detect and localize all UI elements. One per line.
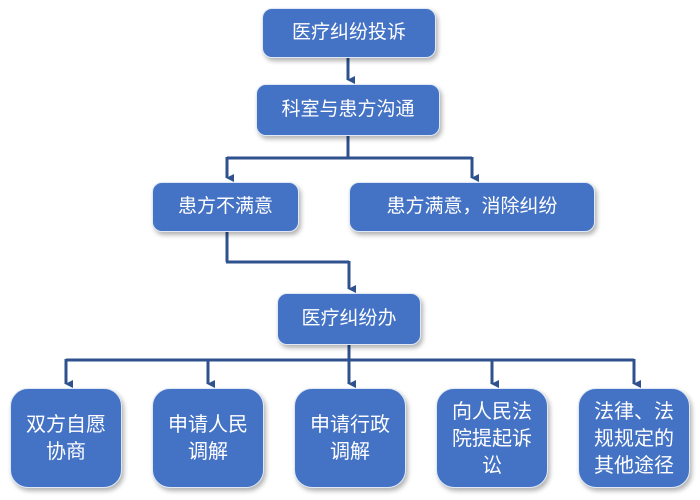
node-option-other: 法律、法规规定的其他途径 xyxy=(578,388,690,488)
node-complaint: 医疗纠纷投诉 xyxy=(262,8,436,58)
node-office: 医疗纠纷办 xyxy=(277,293,421,345)
node-option-people-mediation: 申请人民调解 xyxy=(152,388,264,488)
node-option-negotiation: 双方自愿协商 xyxy=(10,388,122,488)
node-unsatisfied: 患方不满意 xyxy=(152,182,299,232)
node-option-lawsuit: 向人民法院提起诉讼 xyxy=(436,388,548,488)
node-satisfied: 患方满意，消除纠纷 xyxy=(349,182,595,232)
node-option-admin-mediation: 申请行政调解 xyxy=(294,388,406,488)
node-communicate: 科室与患方沟通 xyxy=(256,84,440,136)
